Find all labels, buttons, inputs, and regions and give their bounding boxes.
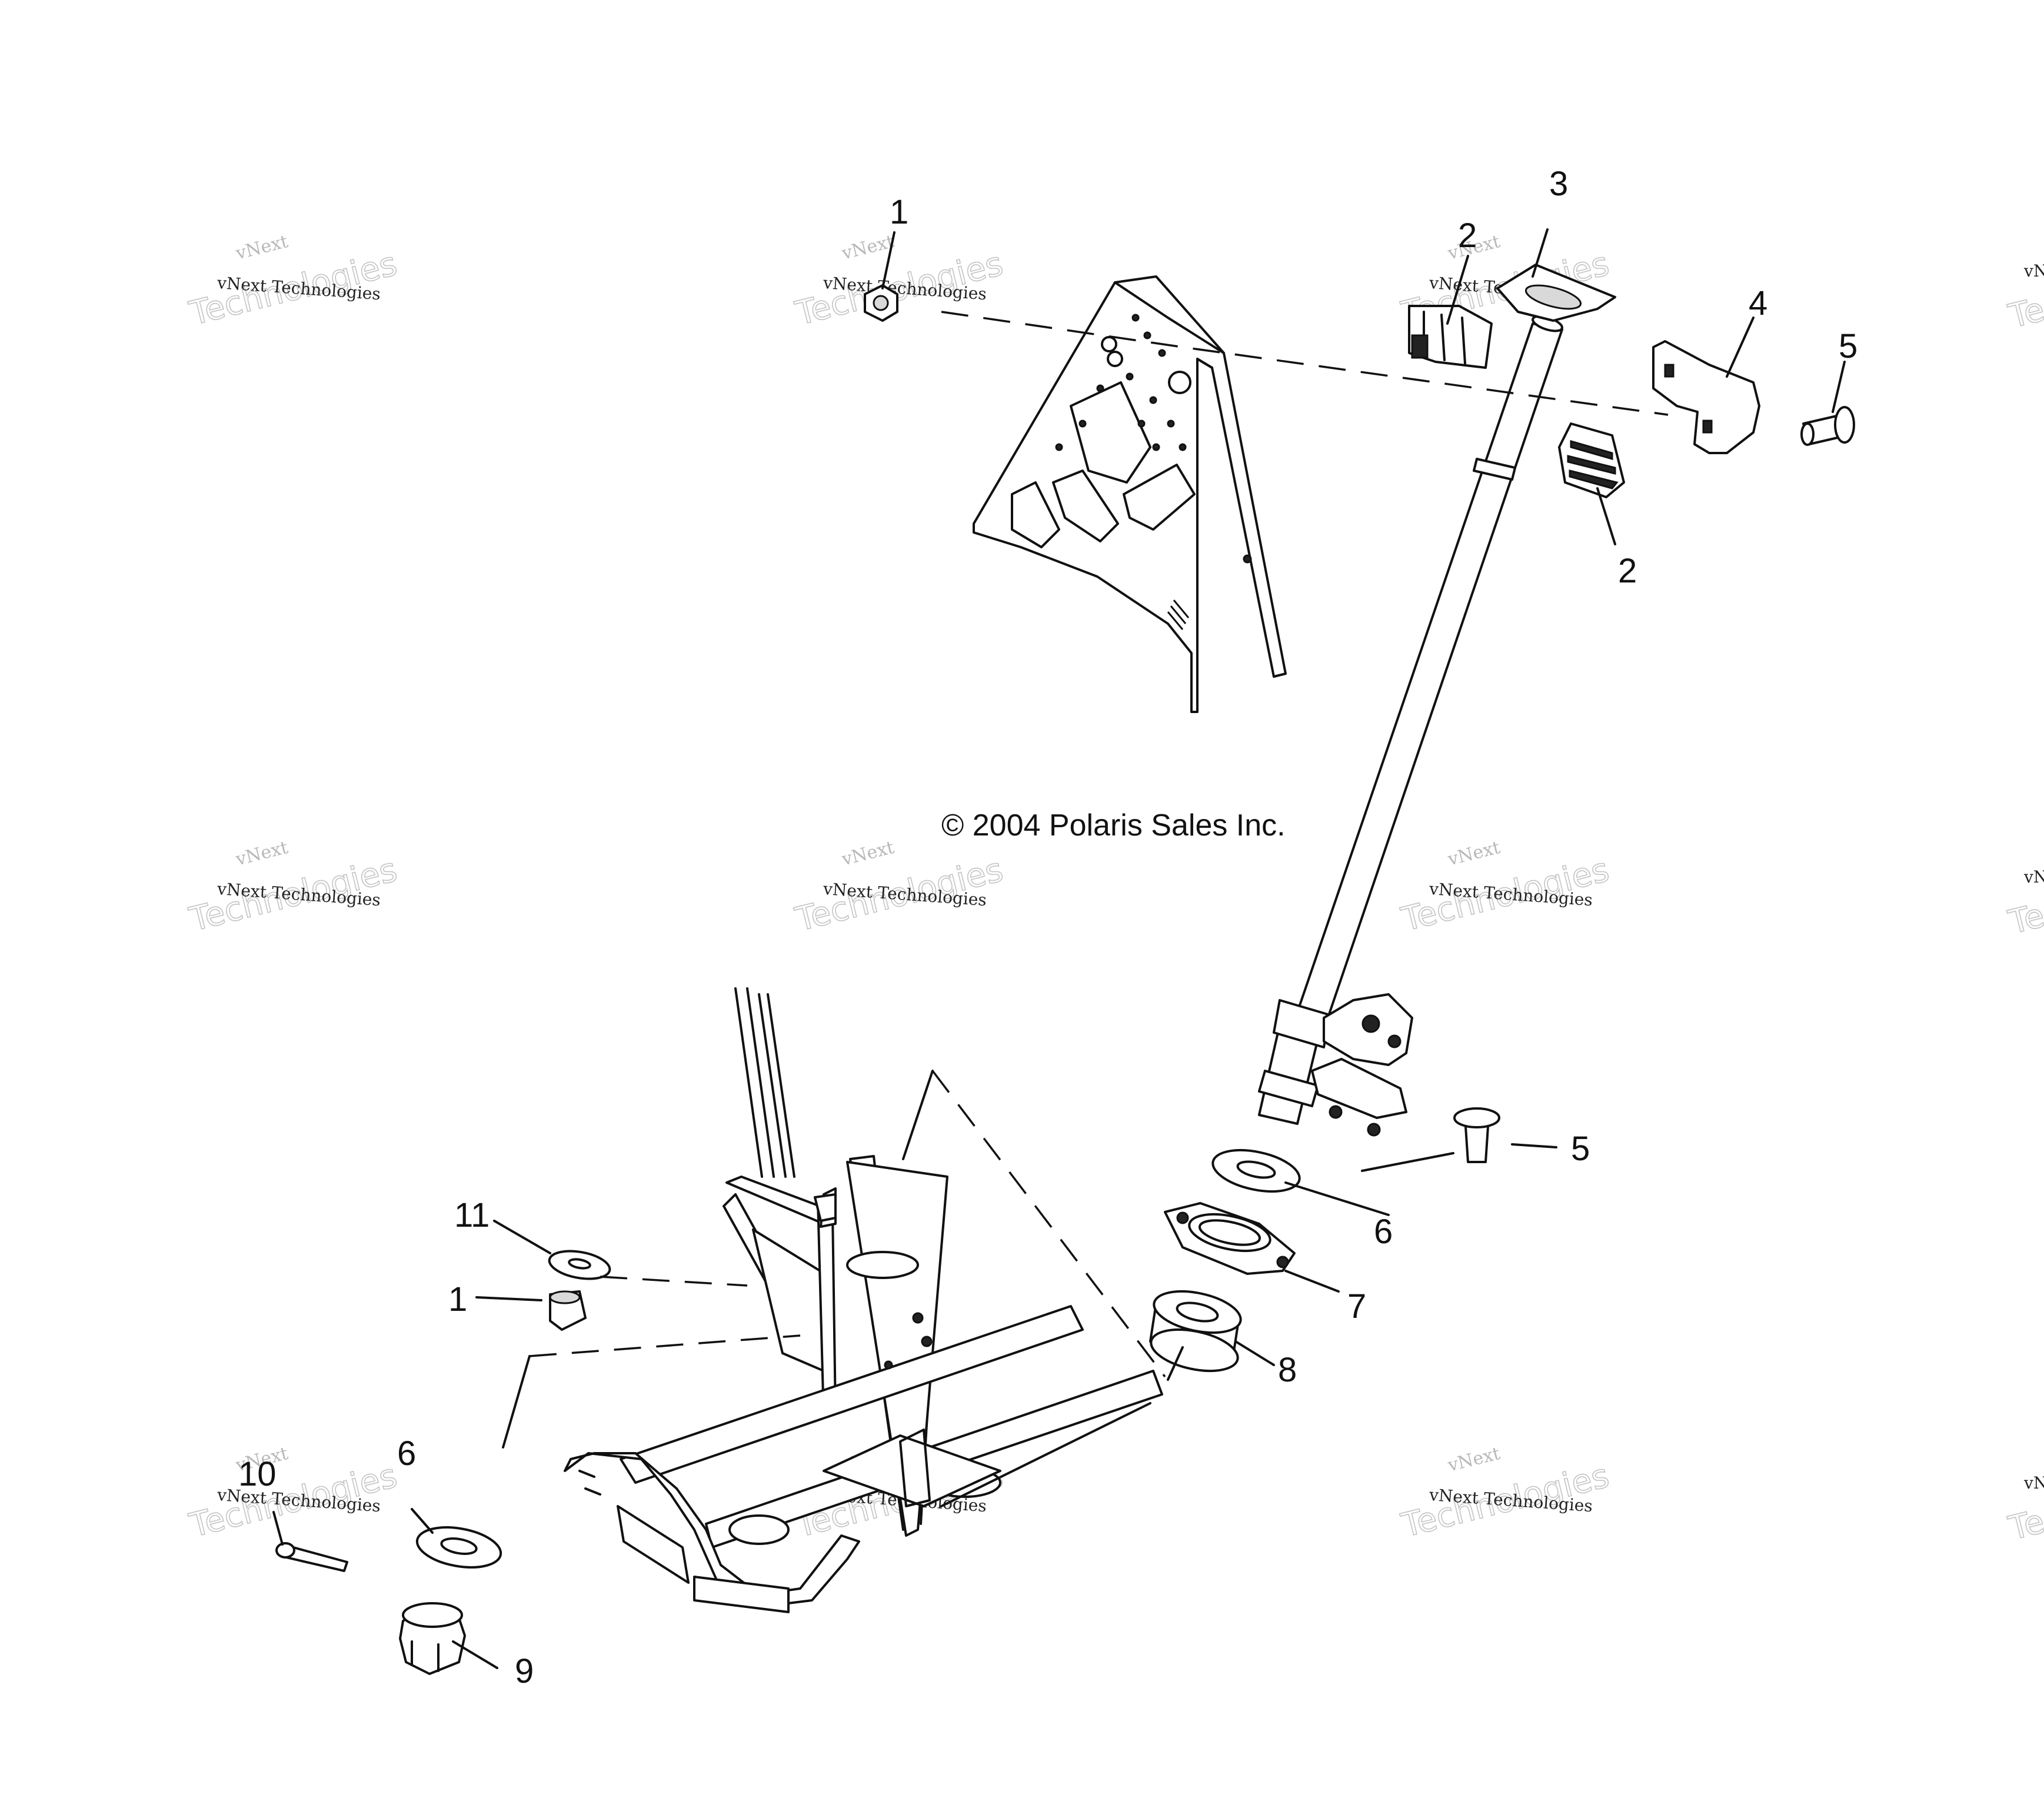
bolt-upper: [1800, 406, 1855, 446]
watermark-partial: vNext Technologies Technologies: [2004, 247, 2044, 337]
callout-11: 11: [454, 1196, 490, 1234]
washer-upper: [1211, 1149, 1301, 1193]
bushing-lower-ring: [1149, 1290, 1242, 1372]
watermark: vNext Technologies vNext Technologies: [185, 231, 401, 334]
clamp: [1652, 340, 1760, 454]
svg-text:vNext Technologies: vNext Technologies: [2023, 867, 2044, 887]
callout-4: 4: [1749, 284, 1767, 322]
panel-holes: [1055, 314, 1252, 564]
callout-3: 3: [1549, 165, 1568, 203]
bushing-lower: [1558, 422, 1625, 498]
callout-9: 9: [515, 1652, 534, 1690]
callout-5-lower: 5: [1571, 1130, 1590, 1168]
svg-text:vNext Technologies: vNext Technologies: [2023, 1473, 2044, 1493]
castle-nut: [399, 1602, 466, 1675]
watermark-partial: vNext Technologies Technologies: [2004, 1459, 2044, 1549]
washer-lower: [415, 1526, 502, 1569]
callout-8: 8: [1278, 1351, 1297, 1389]
flange-bearing: [1164, 1202, 1296, 1275]
watermark-partial: vNext Technologies Technologies: [2004, 853, 2044, 943]
callout-2-upper: 2: [1458, 217, 1477, 255]
bolt-lower: [1453, 1107, 1500, 1163]
callout-1-lower: 1: [448, 1280, 467, 1318]
watermark: vNext Technologies vNext Technologies: [185, 1443, 401, 1546]
dash-bracket-panel: [973, 275, 1287, 713]
steering-post: [1258, 264, 1616, 1137]
watermark: vNext Technologies vNext Technologies: [791, 231, 1007, 334]
callout-2-lower: 2: [1618, 552, 1637, 590]
svg-text:vNext Technologies: vNext Technologies: [2023, 261, 2044, 281]
bushing-upper: [1408, 305, 1493, 369]
svg-text:vNext: vNext: [839, 837, 896, 870]
chassis-frame: [564, 987, 1163, 1613]
callout-6-lower: 6: [397, 1434, 416, 1473]
callout-5-upper: 5: [1839, 327, 1857, 365]
washer-small: [548, 1250, 611, 1280]
watermark: vNext Technologies vNext Technologies: [1397, 1443, 1613, 1546]
nut-upper: [864, 284, 898, 322]
watermark: vNext Technologies vNext Technologies: [791, 837, 1007, 940]
svg-text:vNext: vNext: [1445, 1443, 1502, 1476]
nut-lower: [549, 1290, 587, 1331]
svg-text:vNext: vNext: [233, 231, 290, 264]
callout-10: 10: [238, 1455, 277, 1493]
cotter-pin: [275, 1542, 348, 1572]
callout-6-upper: 6: [1374, 1213, 1393, 1251]
svg-text:vNext: vNext: [1445, 837, 1502, 870]
copyright-notice: © 2004 Polaris Sales Inc.: [941, 808, 1286, 843]
callout-1-upper: 1: [890, 193, 908, 231]
watermark: vNext Technologies vNext Technologies: [185, 837, 401, 940]
watermark: vNext Technologies vNext Technologies: [1397, 837, 1613, 940]
callout-7: 7: [1347, 1287, 1366, 1326]
leader-lines: [272, 228, 1846, 1669]
callouts: 1 2 3 4 5 2 5 6 7 8 11 1 10 6 9: [238, 165, 1857, 1690]
svg-text:vNext: vNext: [233, 837, 290, 870]
